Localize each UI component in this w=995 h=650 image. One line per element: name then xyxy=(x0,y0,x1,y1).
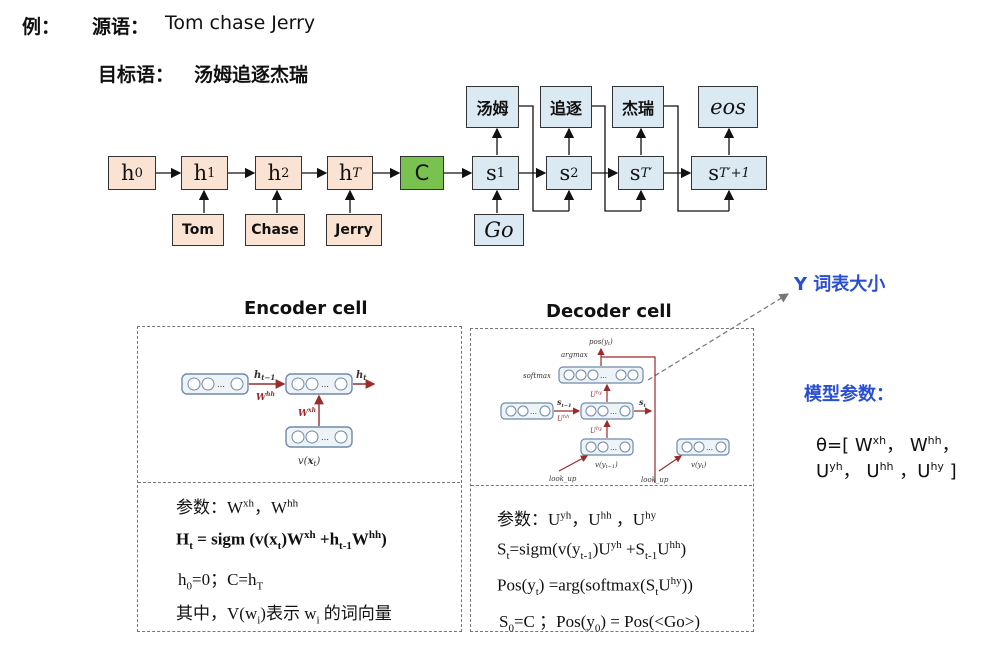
fig-label-wxh: Wxh xyxy=(298,407,316,419)
fig-label-vx: v(xt) xyxy=(298,456,320,468)
decoder-cell-title: Decoder cell xyxy=(546,301,672,322)
decoder-cell-figure: … … … … … pos(yt) argmax softmax Uhy xyxy=(500,338,730,484)
example-label: 例： xyxy=(22,16,61,38)
encoder-note-formula: 其中，V(wi)表示 wi 的词向量 xyxy=(176,604,392,627)
decoder-state-formula: St=sigm(v(yt-1)Uyh +St-1Uhh) xyxy=(497,539,687,563)
fig-label-argmax: argmax xyxy=(561,351,588,359)
svg-text:…: … xyxy=(217,380,225,389)
output-word-jierui: 杰瑞 xyxy=(612,86,664,128)
decoder-init-formula: S0=C ；Pos(y0) = Pos(<Go>) xyxy=(499,612,700,635)
target-label: 目标语： xyxy=(98,64,175,86)
fig-label-uhh: Uhh xyxy=(557,414,569,423)
svg-text:…: … xyxy=(600,372,607,380)
encoder-cell-title: Encoder cell xyxy=(244,298,368,319)
source-label: 源语： xyxy=(92,16,150,38)
svg-text:…: … xyxy=(321,433,329,442)
model-params-line2: Uyh， Uhh ，Uhy ] xyxy=(816,460,957,482)
encoder-params-formula: 参数：Wxh，Whh xyxy=(176,497,299,517)
fig-label-s-prev: st−1 xyxy=(557,397,572,409)
context-vector: C xyxy=(400,156,444,190)
target-text: 汤姆追逐杰瑞 xyxy=(194,64,309,86)
fig-label-vy-prev: v(yt−1) xyxy=(595,461,618,470)
decoder-output-formula: Pos(yt) =arg(softmax(StUhy)) xyxy=(497,575,693,599)
seq2seq-connectors xyxy=(156,105,735,213)
encoder-hidden-formula: Ht = sigm (v(xt)Wxh +ht-1Whh) xyxy=(176,529,387,553)
output-word-tangmu: 汤姆 xyxy=(466,86,519,128)
input-word-jerry: Jerry xyxy=(326,214,382,246)
fig-label-s-t: st xyxy=(639,397,647,409)
encoder-init-formula: h0=0；C=hT xyxy=(178,570,264,593)
fig-label-h-t: ht xyxy=(356,370,367,382)
decoder-cell-panel: … … … … … pos(yt) argmax softmax Uhy xyxy=(470,328,754,635)
source-text: Tom chase Jerry xyxy=(165,12,316,34)
svg-text:…: … xyxy=(706,444,713,452)
vocab-size-note: Y 词表大小 xyxy=(794,274,886,295)
output-word-eos: eos xyxy=(698,86,758,128)
input-word-chase: Chase xyxy=(245,214,305,246)
vocab-pointer xyxy=(647,293,790,381)
encoder-cell-figure: … … … ht−1 ht Whh Wxh v(xt) xyxy=(181,370,376,468)
fig-label-pos: pos(yt) xyxy=(589,338,613,347)
decoder-params-formula: 参数：Uyh，Uhh ，Uhy xyxy=(497,509,657,529)
input-word-tom: Tom xyxy=(172,214,224,246)
fig-label-h-prev: ht−1 xyxy=(254,370,275,382)
model-params-title: 模型参数： xyxy=(804,384,894,405)
encoder-cell-panel: … … … ht−1 ht Whh Wxh v(xt) 参数：Wxh，Whh H… xyxy=(137,326,462,632)
model-params-line1: θ=[ Wxh， Whh， xyxy=(816,434,960,456)
fig-label-whh: Whh xyxy=(256,391,275,403)
fig-label-uhy-mid: Uhy xyxy=(590,426,602,435)
fig-label-softmax: softmax xyxy=(523,372,551,380)
output-word-zhuizhu: 追逐 xyxy=(540,86,592,128)
svg-text:…: … xyxy=(610,408,617,416)
svg-text:…: … xyxy=(610,444,617,452)
fig-label-vy-t: v(yt) xyxy=(691,461,707,470)
go-token: Go xyxy=(474,214,524,246)
fig-label-lookup-2: look_up xyxy=(641,476,669,484)
svg-text:…: … xyxy=(321,380,329,389)
fig-label-lookup-1: look_up xyxy=(549,475,577,483)
svg-text:…: … xyxy=(530,408,537,416)
fig-label-uhy-top: Uhy xyxy=(590,390,602,399)
